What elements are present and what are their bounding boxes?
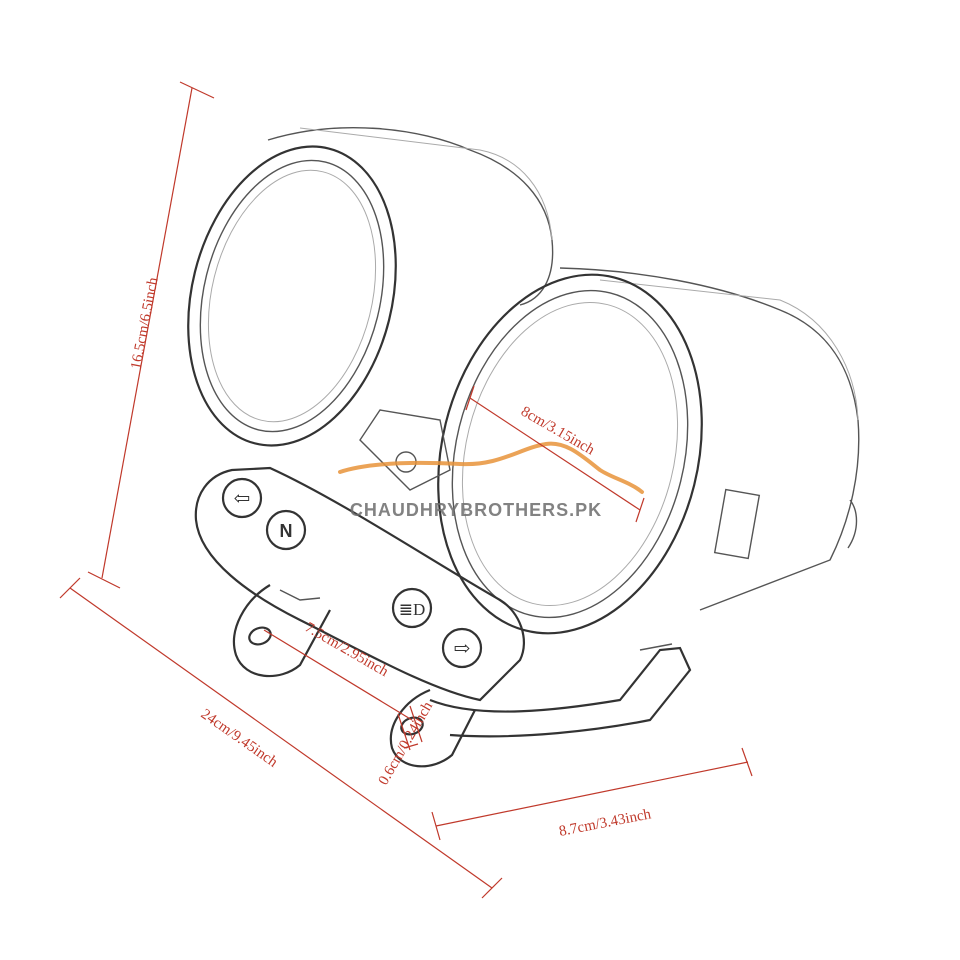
depth-dimension: 8.7cm/3.43inch (431, 747, 753, 841)
indicator-panel (194, 466, 525, 702)
left-gauge-bezel (187, 145, 397, 447)
hole-diameter-dimension: 0.6cm/0.24inch (376, 699, 437, 788)
headlight-icon: ≣D (399, 600, 426, 619)
speedometer-sketch: ⇦ N ≣D ⇨ (187, 126, 860, 768)
arrow-left-icon: ⇦ (234, 488, 251, 510)
right-mount-tab (389, 688, 476, 768)
side-connector (713, 488, 761, 560)
hole-diameter-label: 0.6cm/0.24inch (376, 699, 437, 788)
length-dimension: 24cm/9.45inch (59, 577, 503, 899)
watermark: CHAUDHRYBROTHERS.PK (338, 441, 644, 520)
mounting-bracket (429, 646, 692, 738)
watermark-text: CHAUDHRYBROTHERS.PK (350, 500, 602, 520)
length-label: 24cm/9.45inch (198, 706, 281, 771)
neutral-light: N (265, 509, 307, 551)
mount-spacing-dimension: 7.5cm/2.95inch (263, 620, 413, 721)
high-beam-light: ≣D (391, 587, 433, 629)
right-indicator-light: ⇨ (441, 627, 483, 669)
neutral-n-icon: N (280, 521, 293, 541)
left-mount-tab (232, 584, 331, 678)
gauge-diameter-label: 8cm/3.15inch (518, 404, 598, 459)
left-indicator-light: ⇦ (221, 477, 263, 519)
right-gauge-bezel (437, 273, 703, 635)
depth-label: 8.7cm/3.43inch (558, 806, 653, 840)
watermark-swoosh (338, 441, 644, 494)
arrow-right-icon: ⇨ (454, 638, 471, 660)
height-label: 16.5cm/6.5inch (128, 276, 162, 371)
mount-spacing-label: 7.5cm/2.95inch (302, 620, 391, 681)
